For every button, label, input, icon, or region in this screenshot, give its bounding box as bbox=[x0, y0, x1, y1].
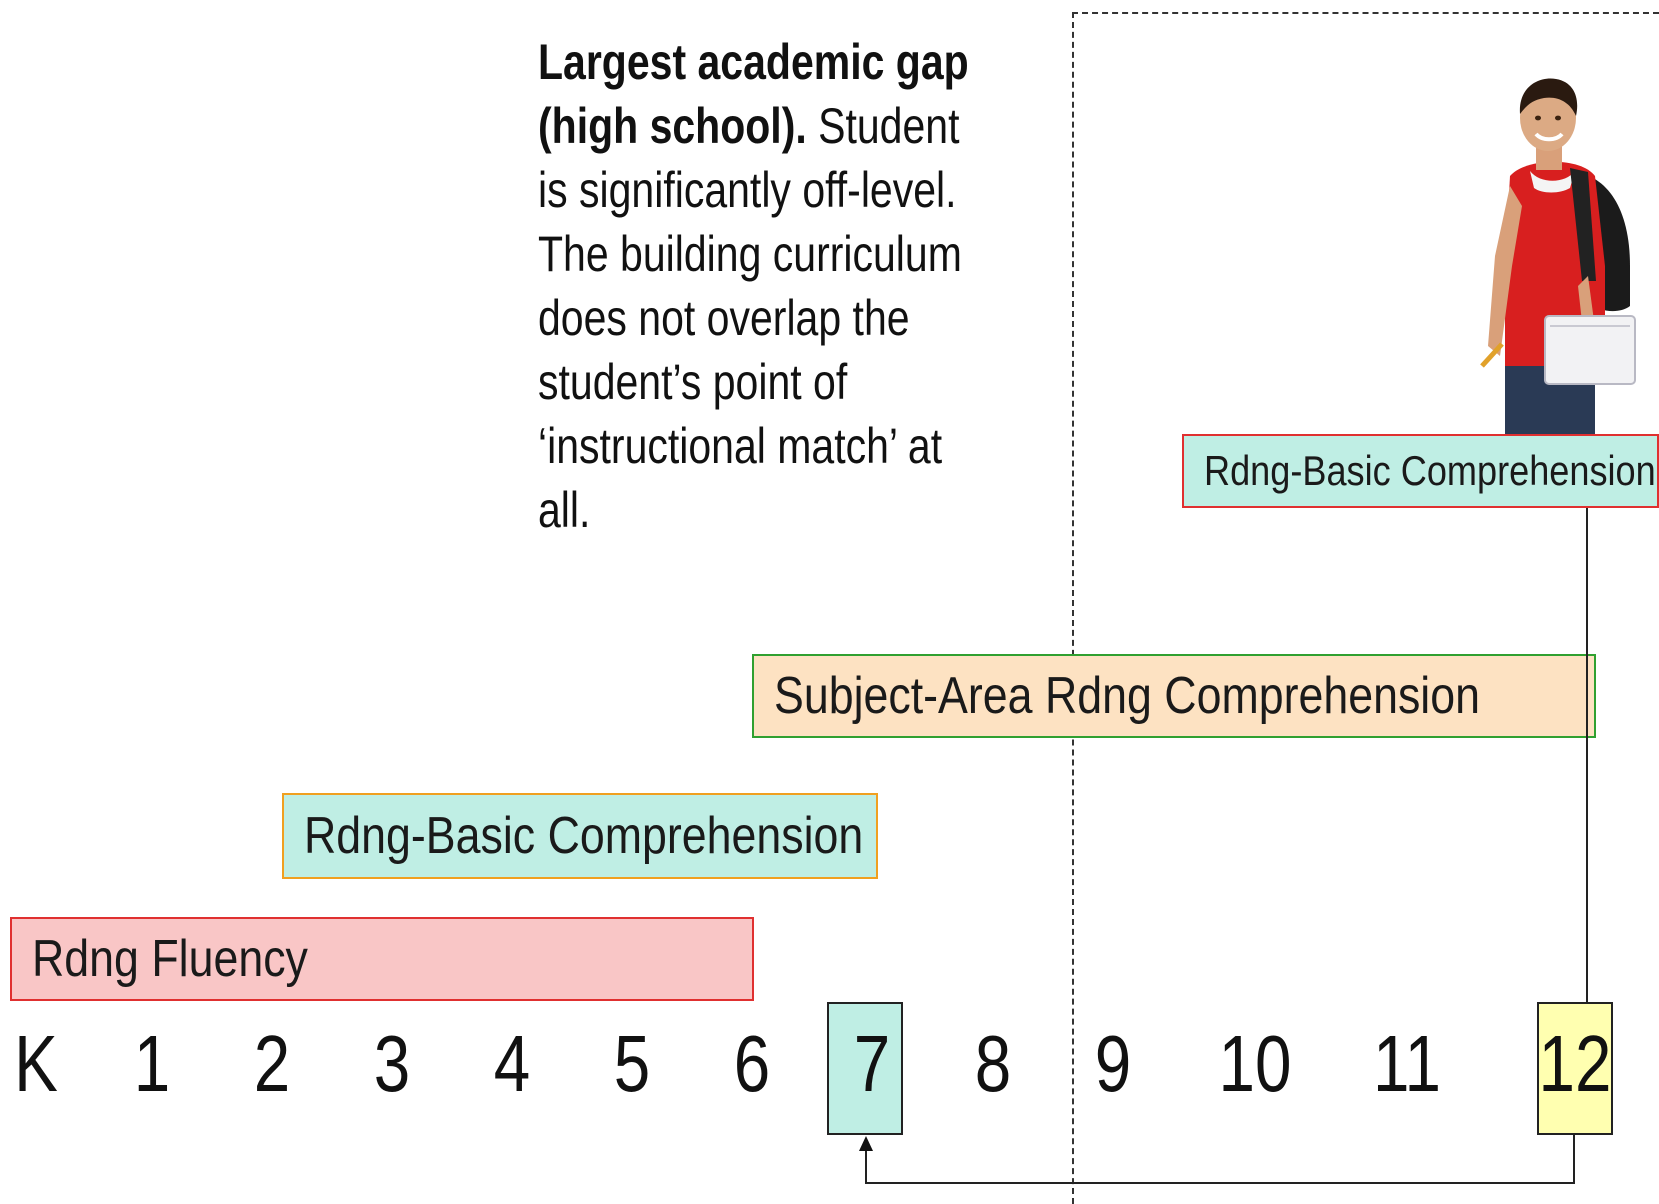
bar-reading-fluency: Rdng Fluency bbox=[10, 917, 754, 1001]
student-photo bbox=[1480, 78, 1636, 436]
bar-subject-area-comprehension: Subject-Area Rdng Comprehension bbox=[752, 654, 1596, 738]
instructional-grade-box bbox=[827, 1002, 903, 1135]
student-connector-line bbox=[1586, 508, 1588, 1002]
grade-label-9: 9 bbox=[1094, 1019, 1132, 1108]
grade-label-3: 3 bbox=[373, 1019, 411, 1108]
callout-body: Student is significantly off-level. The … bbox=[538, 98, 962, 538]
grade-label-7: 7 bbox=[853, 1019, 891, 1108]
callout-heading: Largest academic gap (high school). bbox=[538, 34, 969, 154]
grade-label-12: 12 bbox=[1538, 1019, 1612, 1108]
grade-label-6: 6 bbox=[733, 1019, 771, 1108]
grade-label-5: 5 bbox=[613, 1019, 651, 1108]
bar-basic-comprehension-elementary: Rdng-Basic Comprehension bbox=[282, 793, 878, 879]
grade-label-2: 2 bbox=[253, 1019, 291, 1108]
bar-basic-comprehension-student-label: Rdng-Basic Comprehension bbox=[1204, 447, 1656, 494]
grade-label-10: 10 bbox=[1218, 1019, 1292, 1108]
grade-label-11: 11 bbox=[1372, 1019, 1442, 1108]
bar-subject-area-comprehension-label: Subject-Area Rdng Comprehension bbox=[774, 667, 1480, 725]
grade-label-8: 8 bbox=[974, 1019, 1012, 1108]
high-school-region-top-edge bbox=[1072, 12, 1659, 14]
enrolled-grade-box bbox=[1537, 1002, 1613, 1135]
bar-basic-comprehension-student: Rdng-Basic Comprehension bbox=[1182, 434, 1659, 508]
bar-basic-comprehension-elementary-label: Rdng-Basic Comprehension bbox=[304, 807, 864, 865]
grade-label-k: K bbox=[14, 1019, 58, 1108]
grade-label-4: 4 bbox=[493, 1019, 531, 1108]
high-school-boundary-line bbox=[1072, 12, 1074, 1204]
callout-text: Largest academic gap (high school). Stud… bbox=[538, 30, 997, 542]
grade-label-1: 1 bbox=[133, 1019, 171, 1108]
bar-reading-fluency-label: Rdng Fluency bbox=[32, 930, 308, 988]
